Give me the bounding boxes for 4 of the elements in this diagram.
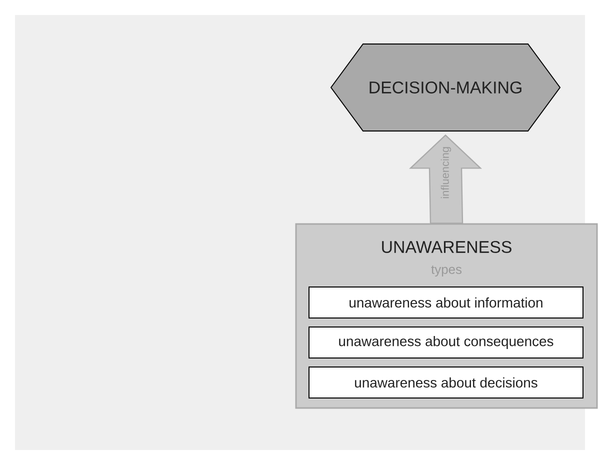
type-box: unawareness about information (308, 286, 584, 318)
type-box: unawareness about decisions (308, 366, 584, 398)
type-box: unawareness about consequences (308, 326, 584, 358)
box-title: UNAWARENESS (382, 241, 512, 253)
